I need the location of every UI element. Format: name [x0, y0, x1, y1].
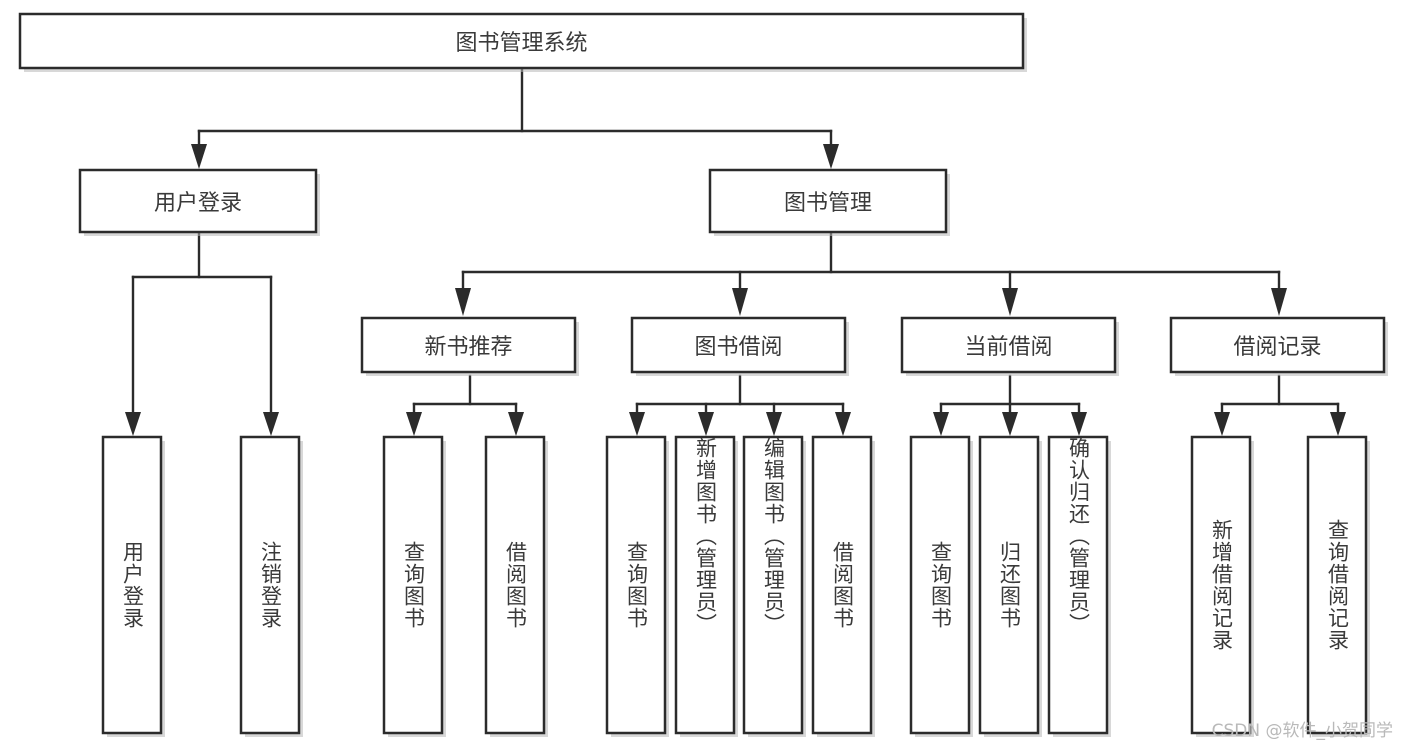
arrow-leaf-confirm-return: [1071, 412, 1087, 436]
arrow-record: [1271, 288, 1287, 316]
new-book-node-box[interactable]: [360, 316, 577, 374]
leaf-box-confirm-return[interactable]: [1047, 435, 1109, 735]
leaf-box-add-record[interactable]: [1190, 435, 1252, 735]
arrow-leaf-user-login: [125, 412, 141, 436]
arrow-leaf-logout: [263, 412, 279, 436]
current-borrow-node-box[interactable]: [900, 316, 1117, 374]
arrow-leaf-edit-book: [766, 412, 782, 436]
leaf-box-query-book-2[interactable]: [605, 435, 667, 735]
book-mgmt-node-box[interactable]: [708, 168, 948, 234]
book-borrow-node-box[interactable]: [630, 316, 847, 374]
leaf-box-query-record[interactable]: [1306, 435, 1368, 735]
leaf-box-borrow-book-2[interactable]: [811, 435, 873, 735]
arrow-leaf-return-book: [1002, 412, 1018, 436]
node-box-group: [18, 12, 1388, 737]
arrow-leaf-add-record: [1214, 412, 1230, 436]
leaf-box-return-book[interactable]: [978, 435, 1040, 735]
leaf-box-borrow-book-1[interactable]: [484, 435, 546, 735]
leaf-box-query-book-1[interactable]: [382, 435, 444, 735]
leaf-box-query-book-3[interactable]: [909, 435, 971, 735]
arrow-leaf-query-book-1: [406, 412, 422, 436]
arrow-borrow: [732, 288, 748, 316]
connector-group: [125, 68, 1346, 436]
arrow-leaf-borrow-book-2: [835, 412, 851, 436]
arrow-leaf-query-book-2: [629, 412, 645, 436]
root-node-box[interactable]: [18, 12, 1025, 70]
arrow-leaf-add-book: [698, 412, 714, 436]
arrow-newbook: [455, 288, 471, 316]
borrow-record-node-box[interactable]: [1169, 316, 1386, 374]
arrow-leaf-query-record: [1330, 412, 1346, 436]
arrow-leaf-borrow-book-1: [508, 412, 524, 436]
arrow-current: [1002, 288, 1018, 316]
arrow-to-user-login: [191, 144, 207, 169]
arrow-to-book-mgmt: [823, 144, 839, 169]
leaf-box-add-book[interactable]: [674, 435, 736, 735]
leaf-box-logout[interactable]: [239, 435, 301, 735]
arrow-leaf-query-book-3: [933, 412, 949, 436]
leaf-box-edit-book[interactable]: [742, 435, 804, 735]
leaf-box-user-login[interactable]: [101, 435, 163, 735]
user-login-node-box[interactable]: [78, 168, 318, 234]
